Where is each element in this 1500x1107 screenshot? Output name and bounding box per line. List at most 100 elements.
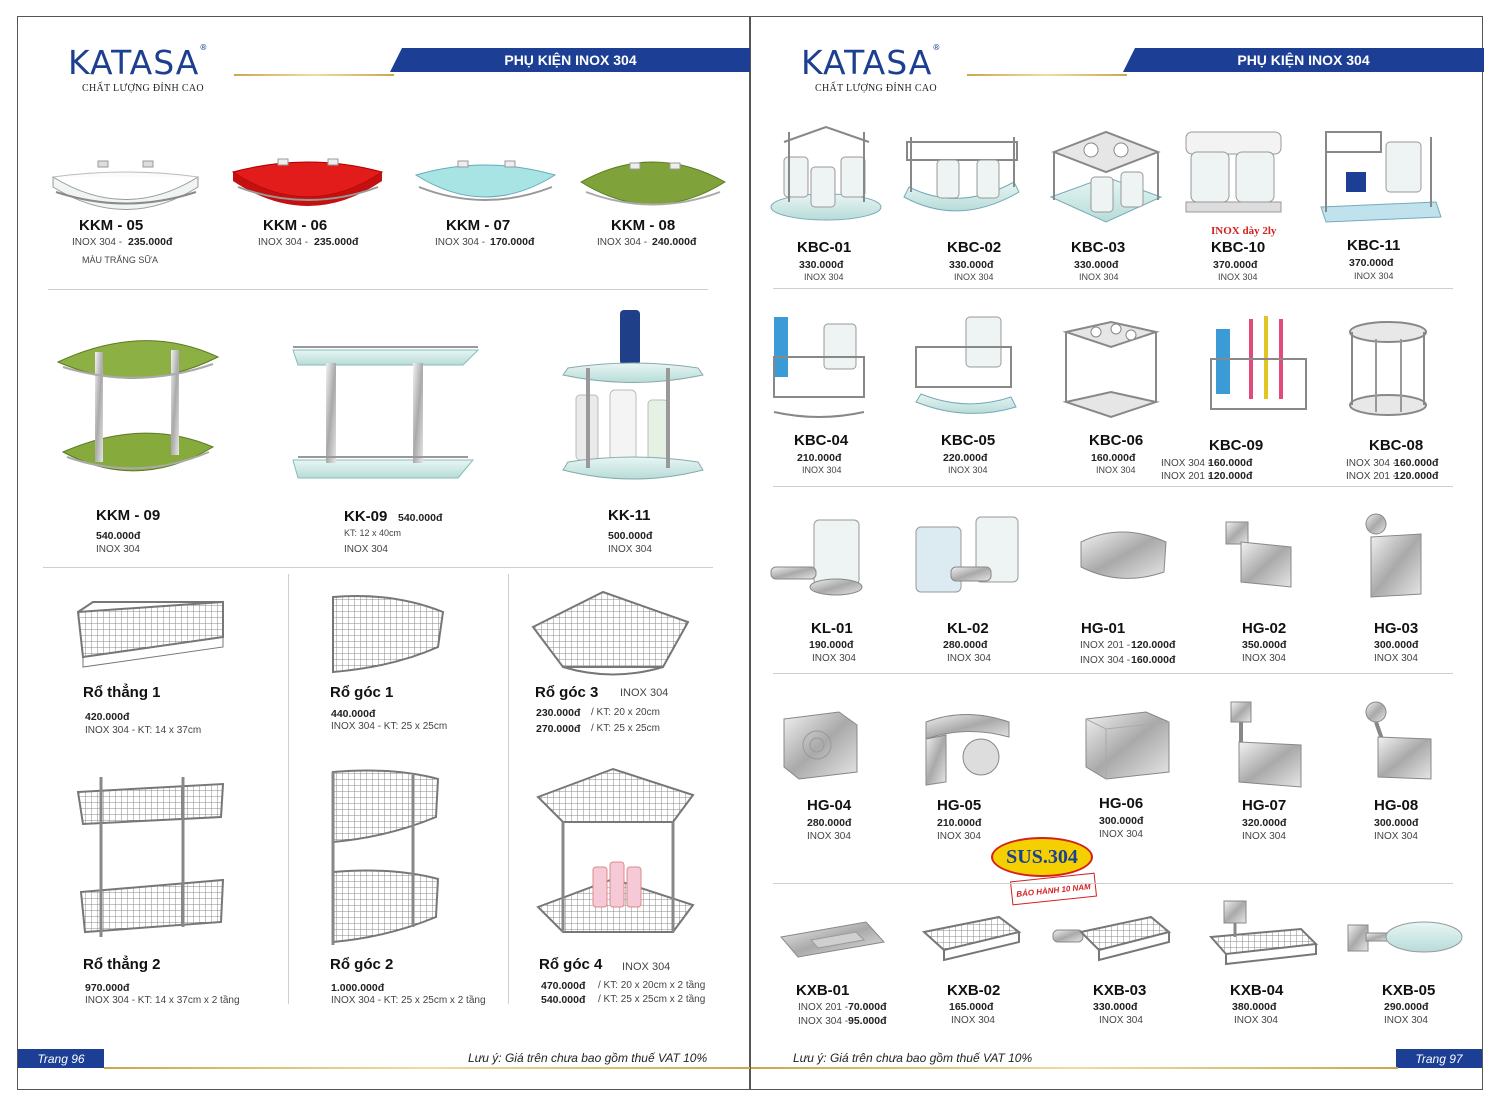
product-kxb-03[interactable]: KXB-03 330.000đ INOX 304	[1051, 912, 1176, 1037]
product-hg-08[interactable]: HG-08 300.000đ INOX 304	[1356, 697, 1466, 857]
katasa-logo: KATASA®	[68, 43, 209, 82]
divider	[48, 289, 708, 290]
product-hg-02[interactable]: HG-02 350.000đ INOX 304	[1221, 517, 1321, 667]
price: 240.000đ	[652, 236, 697, 248]
product-kkm-08[interactable]: KKM - 08 INOX 304 - 240.000đ	[578, 147, 738, 277]
footer-gold-line	[104, 1067, 751, 1069]
size: / KT: 25 x 25cm x 2 tầng	[598, 994, 706, 1005]
material: INOX 304 -	[1346, 458, 1397, 469]
product-hg-05[interactable]: HG-05 210.000đ INOX 304	[921, 707, 1031, 857]
product-hg-04[interactable]: HG-04 280.000đ INOX 304	[779, 707, 889, 857]
price: 210.000đ	[797, 452, 842, 464]
divider	[43, 567, 713, 568]
product-ro-goc-4[interactable]: Rổ góc 4 INOX 304 470.000đ / KT: 20 x 20…	[523, 767, 733, 1007]
size: KT: 12 x 40cm	[344, 528, 402, 538]
price: 290.000đ	[1384, 1001, 1429, 1013]
product-kbc-04[interactable]: KBC-04 210.000đ INOX 304	[769, 312, 889, 487]
product-hg-06[interactable]: HG-06 300.000đ INOX 304	[1081, 707, 1191, 857]
price: 540.000đ	[96, 530, 141, 542]
product-kbc-11[interactable]: KBC-11 370.000đ INOX 304	[1316, 122, 1446, 292]
material: INOX 304	[1242, 653, 1286, 664]
product-kbc-03[interactable]: KBC-03 330.000đ INOX 304	[1046, 122, 1171, 292]
price: 220.000đ	[943, 452, 988, 464]
product-kxb-05[interactable]: KXB-05 290.000đ INOX 304	[1346, 907, 1471, 1042]
product-ro-goc-3[interactable]: Rổ góc 3 INOX 304 230.000đ / KT: 20 x 20…	[523, 587, 733, 747]
round-paper-holder-image	[1365, 701, 1432, 780]
price: 440.000đ	[331, 708, 376, 720]
toilet-paper-holder-2-image	[1225, 521, 1292, 588]
header-gold-line	[234, 74, 394, 76]
vat-note: Lưu ý: Giá trên chưa bao gồm thuế VAT 10…	[468, 1051, 708, 1065]
page-number: Trang 97	[1396, 1049, 1482, 1068]
price: 300.000đ	[1099, 815, 1144, 827]
material: INOX 304	[608, 544, 652, 555]
size: / KT: 25 x 25cm	[591, 723, 660, 734]
price: 270.000đ	[536, 723, 581, 735]
product-kl-02[interactable]: KL-02 280.000đ INOX 304	[911, 512, 1031, 667]
price: 350.000đ	[1242, 639, 1287, 651]
product-code: KL-01	[811, 620, 853, 637]
material: INOX 304	[947, 653, 991, 664]
product-code: KBC-04	[794, 432, 849, 449]
sus304-warranty-badge: SUS.304 BẢO HÀNH 10 NĂM	[991, 837, 1101, 912]
product-kbc-06[interactable]: KBC-06 160.000đ INOX 304	[1061, 317, 1181, 487]
product-ro-goc-1[interactable]: Rổ góc 1 440.000đ INOX 304 - KT: 25 x 25…	[318, 587, 498, 747]
two-tier-green-shelf-image	[56, 340, 220, 472]
price: 470.000đ	[541, 980, 586, 992]
product-hg-03[interactable]: HG-03 300.000đ INOX 304	[1356, 512, 1456, 667]
price: 370.000đ	[1349, 257, 1394, 269]
badge-warranty: BẢO HÀNH 10 NĂM	[1015, 882, 1092, 899]
product-hg-01[interactable]: HG-01 INOX 201 - 120.000đ INOX 304 - 160…	[1076, 522, 1196, 667]
product-kbc-02[interactable]: KBC-02 330.000đ INOX 304	[899, 122, 1029, 292]
product-code: KKM - 05	[79, 217, 144, 234]
double-cup-holder-image	[915, 516, 1019, 593]
tagline: CHẤT LƯỢNG ĐỈNH CAO	[82, 83, 204, 94]
toilet-paper-holder-cover-image	[1080, 531, 1167, 579]
cup-holder-glass-shelf-image	[915, 316, 1017, 414]
product-code: KBC-10	[1211, 239, 1266, 256]
product-code: KBC-08	[1369, 437, 1424, 454]
price: 160.000đ	[1091, 452, 1136, 464]
product-kbc-08[interactable]: KBC-08 INOX 304 - 160.000đ INOX 201 - 12…	[1346, 317, 1466, 489]
page-number: Trang 96	[18, 1049, 104, 1068]
product-kxb-01[interactable]: KXB-01 INOX 201 - 70.000đ INOX 304 - 95.…	[776, 912, 906, 1037]
footer-gold-line	[751, 1067, 1398, 1069]
product-kk-11[interactable]: KK-11 500.000đ INOX 304	[558, 310, 708, 560]
product-hg-07[interactable]: HG-07 320.000đ INOX 304	[1221, 697, 1331, 857]
paper-holder-with-shelf-image	[925, 714, 1010, 786]
product-kbc-09[interactable]: KBC-09 INOX 304 - 160.000đ INOX 201 - 12…	[1161, 314, 1326, 489]
product-ro-goc-2[interactable]: Rổ góc 2 1.000.000đ INOX 304 - KT: 25 x …	[318, 767, 508, 1007]
divider	[773, 673, 1453, 674]
material: INOX 304 -	[72, 237, 123, 248]
product-code: KK-11	[608, 507, 651, 524]
product-code: KBC-02	[947, 239, 1002, 256]
product-kbc-01[interactable]: KBC-01 330.000đ INOX 304	[769, 122, 889, 292]
material: INOX 201 -	[1346, 471, 1397, 482]
material: INOX 304	[1384, 1015, 1428, 1026]
box-paper-holder-image	[1085, 711, 1170, 780]
product-name: Rổ góc 2	[330, 956, 394, 973]
color-note: MÀU TRẮNG SỮA	[82, 255, 159, 265]
material: INOX 304	[804, 272, 844, 282]
soap-dish-1-image	[780, 921, 885, 958]
cup-holder-rectangular-image	[1320, 131, 1442, 223]
product-kxb-04[interactable]: KXB-04 380.000đ INOX 304	[1206, 899, 1326, 1039]
product-kkm-07[interactable]: KKM - 07 INOX 304 - 170.000đ	[413, 147, 573, 277]
size: / KT: 20 x 20cm	[591, 707, 660, 718]
product-kkm-05[interactable]: KKM - 05 INOX 304 - 235.000đ MÀU TRẮNG S…	[48, 147, 208, 277]
product-kk-09[interactable]: KK-09 540.000đ KT: 12 x 40cm INOX 304	[288, 335, 488, 560]
product-kxb-02[interactable]: KXB-02 165.000đ INOX 304	[919, 912, 1029, 1037]
product-kkm-06[interactable]: KKM - 06 INOX 304 - 235.000đ	[230, 147, 390, 277]
column-divider	[508, 574, 509, 1004]
product-ro-thang-2[interactable]: Rổ thẳng 2 970.000đ INOX 304 - KT: 14 x …	[73, 772, 283, 1007]
product-kbc-10[interactable]: INOX dày 2ly KBC-10 370.000đ INOX 304	[1181, 122, 1301, 292]
product-code: KBC-09	[1209, 437, 1264, 454]
detail: INOX 304 - KT: 14 x 37cm x 2 tầng	[85, 995, 240, 1006]
product-kl-01[interactable]: KL-01 190.000đ INOX 304	[769, 512, 889, 667]
price: 500.000đ	[608, 530, 653, 542]
product-code: KXB-02	[947, 982, 1001, 999]
product-ro-thang-1[interactable]: Rổ thẳng 1 420.000đ INOX 304 - KT: 14 x …	[73, 587, 273, 747]
product-kbc-05[interactable]: KBC-05 220.000đ INOX 304	[911, 312, 1031, 487]
corner-shelf-white-image	[52, 160, 199, 210]
product-kkm-09[interactable]: KKM - 09 540.000đ INOX 304	[53, 322, 233, 557]
